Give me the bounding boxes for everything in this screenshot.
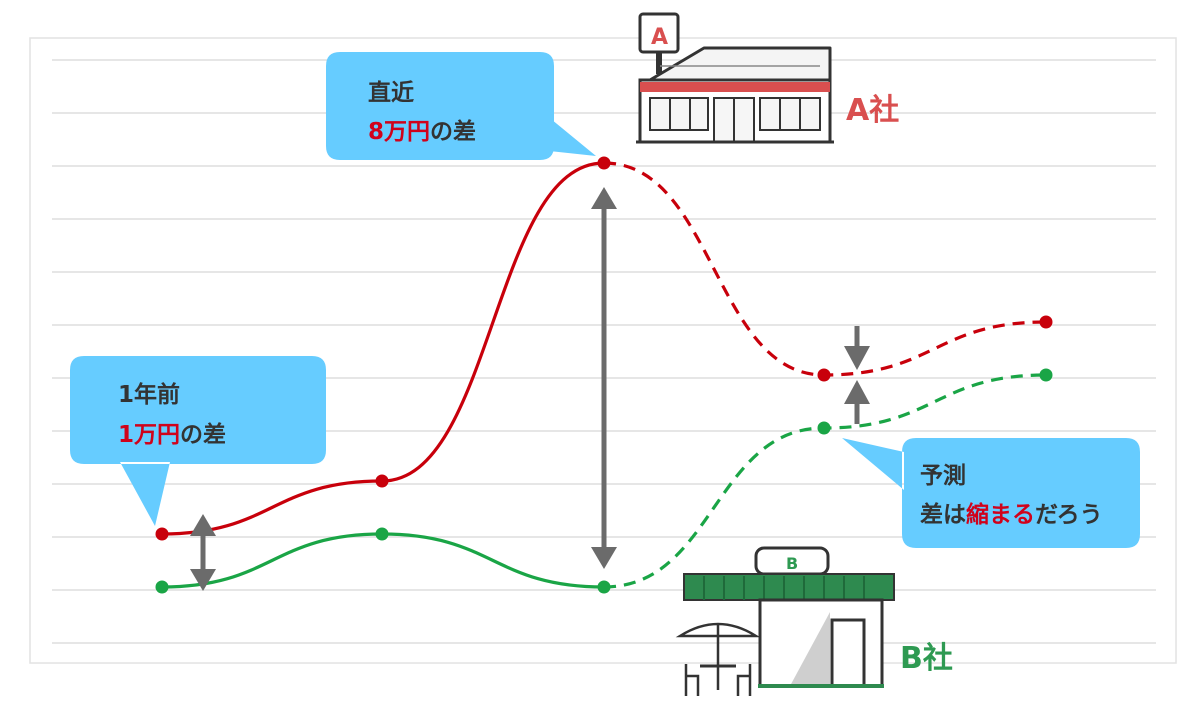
store-a-sign-letter: A (651, 25, 668, 50)
callout-forecast-bubble (842, 438, 1140, 548)
company-a-label: A社 (846, 93, 899, 128)
callout-recent: 直近 8万円の差 (326, 52, 596, 160)
callout-recent-suffix: の差 (430, 118, 476, 145)
series-0-point-4 (1039, 315, 1053, 329)
store-b-illustration: B (675, 546, 895, 696)
gap-arrow-forecast (844, 326, 870, 424)
callout-forecast-line1: 予測 (920, 463, 966, 489)
svg-text:1万円の差: 1万円の差 (118, 421, 226, 448)
difference-arrows (190, 187, 870, 591)
series-0-point-2 (597, 156, 611, 170)
store-a-illustration: A (636, 12, 834, 144)
series-1-point-2 (597, 580, 611, 594)
series-0-point-1 (375, 474, 389, 488)
series-0-actual-line (160, 161, 606, 536)
data-points (155, 156, 1053, 594)
series-0-forecast-line (603, 161, 1047, 377)
company-b-label: B社 (900, 641, 953, 676)
callout-recent-line1: 直近 (368, 79, 414, 106)
series-1-point-1 (375, 527, 389, 541)
gap-arrow-recent (591, 187, 617, 569)
series-0-point-0 (155, 527, 169, 541)
svg-text:予測: 予測 (920, 463, 966, 489)
series-1-point-3 (817, 421, 831, 435)
svg-text:1年前: 1年前 (118, 381, 180, 408)
store-a-sign (638, 12, 680, 54)
callout-forecast: 予測 差は縮まるだろう (842, 438, 1140, 548)
series-1-point-0 (155, 580, 169, 594)
gap-arrow-year-ago (190, 514, 216, 591)
callout-year-ago: 1年前 1万円の差 (70, 356, 326, 526)
callout-recent-bubble (326, 52, 596, 160)
series-0-point-3 (817, 368, 831, 382)
callout-recent-amount: 8万円 (368, 119, 430, 145)
callout-year-ago-suffix: の差 (180, 421, 226, 448)
callout-year-ago-line1: 1年前 (118, 381, 180, 408)
store-b-sign-letter: B (786, 554, 798, 573)
callout-year-ago-amount: 1万円 (118, 422, 180, 448)
callout-forecast-suffix: だろう (1035, 502, 1103, 528)
callout-year-ago-bubble (70, 356, 326, 526)
series-1-forecast-line (603, 373, 1047, 589)
svg-text:直近: 直近 (368, 79, 414, 106)
callout-forecast-prefix: 差は (920, 501, 966, 528)
series-1-point-4 (1039, 368, 1053, 382)
svg-text:8万円の差: 8万円の差 (368, 118, 476, 145)
svg-text:差は縮まるだろう: 差は縮まるだろう (920, 501, 1103, 528)
callout-forecast-highlight: 縮まる (966, 501, 1035, 528)
